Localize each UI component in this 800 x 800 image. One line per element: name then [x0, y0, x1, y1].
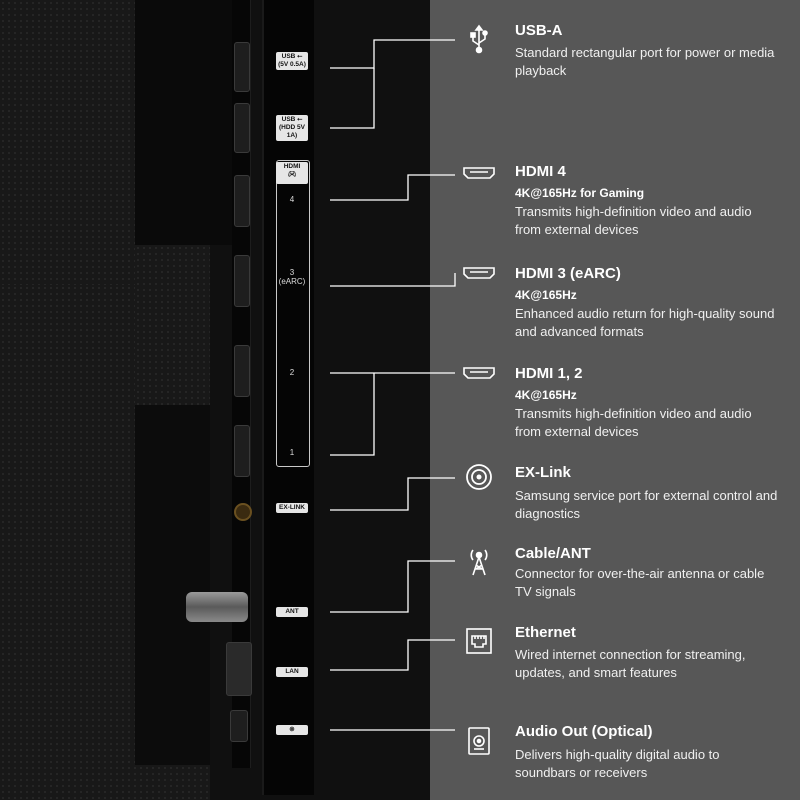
- optical-port: [230, 710, 248, 742]
- hdmi4-connector-line: [330, 174, 455, 201]
- ethernet-title: Ethernet: [515, 624, 576, 641]
- description-panel: [430, 0, 800, 800]
- hdmi12-subtitle: 4K@165Hz: [515, 388, 577, 402]
- usb-port-1: [234, 42, 250, 92]
- hdmi3-title: HDMI 3 (eARC): [515, 265, 621, 282]
- lan-connector-line: [330, 639, 455, 671]
- ethernet-description: Wired internet connection for streaming,…: [515, 647, 746, 680]
- usb-a-description: Standard rectangular port for power or m…: [515, 45, 775, 78]
- usb-icon: [462, 24, 496, 54]
- hdmi3-number: 3(eARC): [278, 268, 306, 286]
- optical-audio-icon: [462, 725, 496, 755]
- hdmi-port-3: [234, 255, 250, 307]
- gamepad-icon: 🎮︎: [287, 171, 297, 178]
- hdmi3-description: Enhanced audio return for high-quality s…: [515, 306, 775, 339]
- hdmi3-connector-line: [330, 273, 456, 287]
- coax-connector: [186, 592, 248, 622]
- optical-port-label: ⊚: [276, 725, 308, 735]
- tv-back-texture-step: [135, 245, 210, 405]
- lan-port: [226, 642, 252, 696]
- usb-connector-line: [330, 39, 455, 69]
- cable-ant-title: Cable/ANT: [515, 545, 591, 562]
- exlink-icon: [462, 462, 496, 492]
- hdmi4-title: HDMI 4: [515, 163, 566, 180]
- usb2-port-label: USB ⭠(HDD 5V 1A): [276, 115, 308, 141]
- exlink-title: EX-Link: [515, 464, 571, 481]
- hdmi-port-2: [234, 345, 250, 397]
- hdmi4-subtitle: 4K@165Hz for Gaming: [515, 186, 645, 200]
- ethernet-icon: [462, 626, 496, 656]
- exlink-description: Samsung service port for external contro…: [515, 488, 778, 521]
- tv-back-panel: USB ⭠(5V 0.5A) USB ⭠(HDD 5V 1A) HDMI🎮︎ 4…: [0, 0, 314, 800]
- hdmi12-description: Transmits high-definition video and audi…: [515, 406, 752, 439]
- hdmi4-description: Transmits high-definition video and audi…: [515, 204, 752, 237]
- tv-back-texture-upper: [0, 0, 135, 285]
- hdmi-icon: [462, 363, 496, 393]
- lan-port-label: LAN: [276, 667, 308, 677]
- hdmi-icon: [462, 263, 496, 293]
- hdmi-port-label: HDMI🎮︎: [276, 162, 308, 184]
- usb-a-title: USB-A: [515, 22, 563, 39]
- cable-ant-description: Connector for over-the-air antenna or ca…: [515, 566, 765, 599]
- audio-out-title: Audio Out (Optical): [515, 723, 653, 740]
- hdmi4-number: 4: [289, 195, 295, 204]
- exlink-connector-line: [330, 477, 455, 511]
- hdmi-icon: [462, 163, 496, 193]
- hdmi2-number: 2: [289, 368, 295, 377]
- exlink-jack: [234, 503, 252, 521]
- antenna-icon: [462, 545, 496, 576]
- usb-port-2: [234, 103, 250, 153]
- hdmi-bracket: [276, 160, 310, 467]
- exlink-port-label: EX-LINK: [276, 503, 308, 513]
- hdmi12-title: HDMI 1, 2: [515, 365, 583, 382]
- hdmi3-subtitle: 4K@165Hz: [515, 288, 577, 302]
- audio-out-description: Delivers high-quality digital audio to s…: [515, 747, 720, 780]
- ant-port-label: ANT: [276, 607, 308, 617]
- hdmi1-number: 1: [289, 448, 295, 457]
- hdmi-port-4: [234, 175, 250, 227]
- ant-connector-line: [330, 560, 455, 613]
- hdmi-port-1: [234, 425, 250, 477]
- usb1-port-label: USB ⭠(5V 0.5A): [276, 52, 308, 70]
